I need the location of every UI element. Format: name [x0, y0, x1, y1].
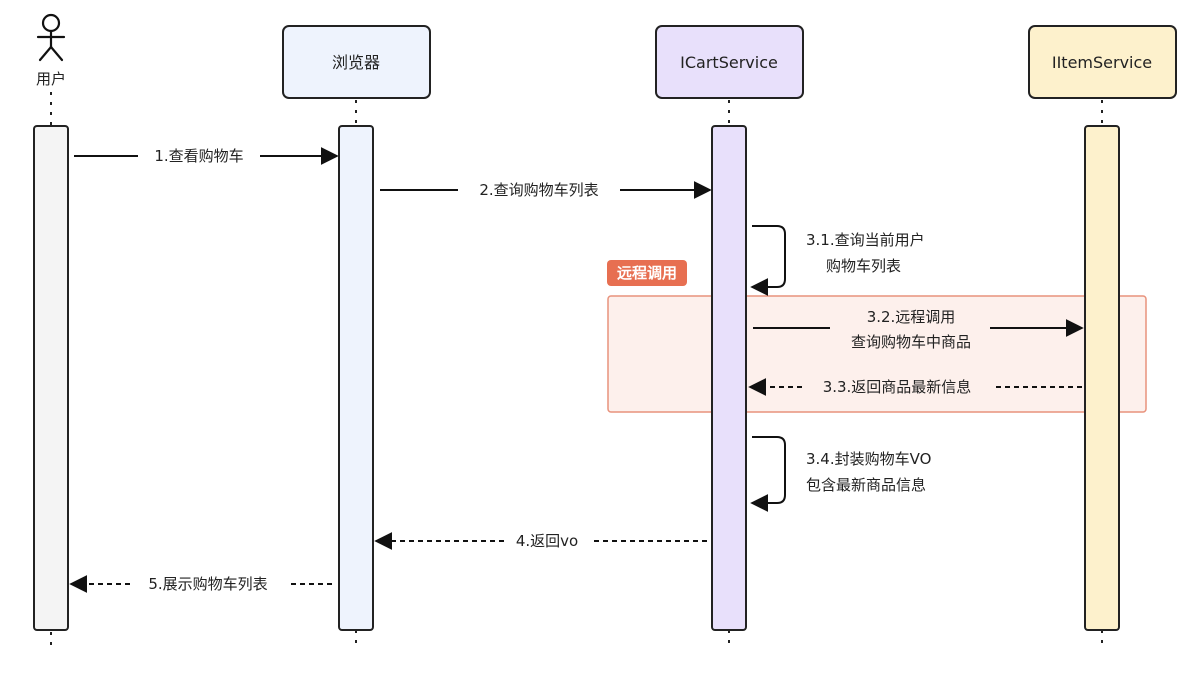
message-2-label: 2.查询购物车列表 [479, 181, 598, 199]
participant-item-label: IItemService [1052, 53, 1152, 72]
message-3-4: 3.4.封装购物车VO 包含最新商品信息 [750, 436, 931, 512]
actor-user: 用户 [36, 13, 66, 88]
activation-browser [338, 125, 374, 631]
message-3-2: 3.2.远程调用 查询购物车中商品 [753, 308, 1084, 351]
message-2: 2.查询购物车列表 [380, 181, 712, 199]
remote-call-tag-label: 远程调用 [617, 264, 677, 282]
message-3-1-label-line1: 3.1.查询当前用户 [806, 231, 925, 249]
message-4: 4.返回vo [374, 532, 707, 550]
message-3-4-label-line2: 包含最新商品信息 [806, 476, 926, 494]
person-icon [36, 13, 66, 62]
message-3-3-label: 3.3.返回商品最新信息 [823, 378, 972, 396]
participant-browser: 浏览器 [282, 25, 431, 99]
message-1: 1.查看购物车 [74, 147, 339, 165]
message-5: 5.展示购物车列表 [69, 575, 332, 593]
remote-call-tag [607, 260, 687, 286]
participant-cart: ICartService [655, 25, 804, 99]
message-3-1: 3.1.查询当前用户 购物车列表 [750, 225, 925, 296]
message-3-3: 3.3.返回商品最新信息 [748, 378, 1082, 396]
activation-item [1084, 125, 1120, 631]
message-4-label: 4.返回vo [516, 532, 578, 550]
participant-item: IItemService [1028, 25, 1177, 99]
actor-user-label: 用户 [36, 70, 66, 88]
activation-user [33, 125, 69, 631]
participant-cart-label: ICartService [680, 53, 778, 72]
activation-cart [711, 125, 747, 631]
message-3-2-label-line2: 查询购物车中商品 [851, 333, 971, 351]
message-5-label: 5.展示购物车列表 [148, 575, 267, 593]
message-1-label: 1.查看购物车 [154, 147, 243, 165]
participant-browser-label: 浏览器 [332, 53, 380, 72]
message-3-2-label-line1: 3.2.远程调用 [867, 308, 956, 326]
message-3-4-label-line1: 3.4.封装购物车VO [806, 450, 931, 468]
message-3-1-label-line2: 购物车列表 [826, 257, 901, 275]
